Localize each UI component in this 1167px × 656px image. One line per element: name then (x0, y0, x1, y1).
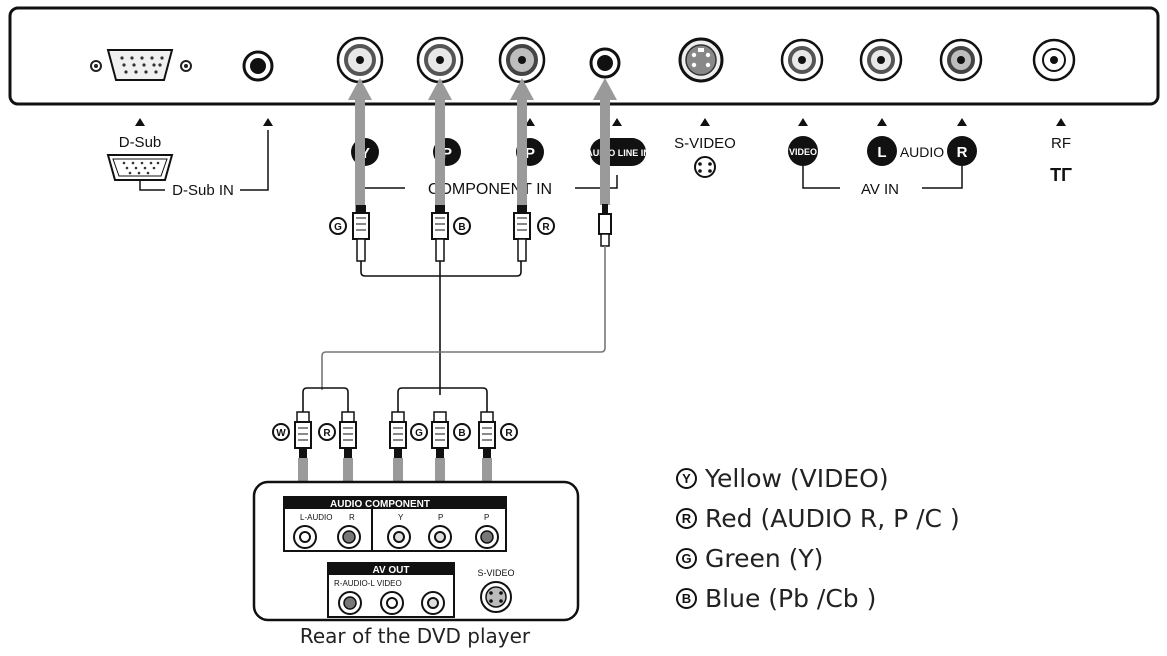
svg-text:AUDIO COMPONENT: AUDIO COMPONENT (330, 499, 430, 510)
legend-badge-b: B (676, 587, 697, 609)
svg-text:L: L (877, 144, 886, 161)
color-legend: Y Yellow (VIDEO) R Red (AUDIO R, P /C ) … (676, 458, 1146, 618)
rf-jack (1032, 38, 1076, 82)
badge-lower-w: W (272, 423, 290, 441)
legend-item-red: R Red (AUDIO R, P /C ) (676, 498, 1146, 538)
dsub-in-bracket (139, 130, 269, 191)
plug-upper-g (352, 205, 370, 262)
legend-badge-g: G (676, 547, 697, 569)
component-in-label: COMPONENT IN (428, 181, 552, 198)
legend-item-blue: B Blue (Pb /Cb ) (676, 578, 1146, 618)
badge-audio-r: R (947, 136, 977, 166)
dsub-label: D-Sub (119, 134, 162, 151)
audio-label: AUDIO (900, 144, 944, 160)
plug-upper-b (431, 205, 449, 262)
legend-text-yellow: Yellow (VIDEO) (705, 463, 889, 493)
plug-lower-g (389, 411, 407, 458)
badge-lower-g: G (410, 423, 428, 441)
av-in-bracket (802, 166, 963, 189)
component-jack-pr (498, 36, 546, 84)
plug-lower-r-pr (478, 411, 496, 458)
dsub-audio-jack (242, 50, 274, 82)
rf-label: RF (1051, 135, 1071, 152)
plug-upper-mini-jack (598, 204, 612, 247)
badge-upper-g: G (329, 217, 347, 235)
svg-text:G: G (334, 222, 342, 233)
av-in-audio-r-jack (939, 38, 983, 82)
svg-text:AUDIO LINE IN: AUDIO LINE IN (586, 148, 650, 158)
legend-text-green: Green (Y) (705, 543, 824, 573)
legend-item-yellow: Y Yellow (VIDEO) (676, 458, 1146, 498)
dvd-audio-component-jacks (293, 525, 499, 549)
svg-text:R-AUDIO-L VIDEO: R-AUDIO-L VIDEO (334, 579, 402, 588)
svg-text:B: B (458, 428, 465, 439)
svg-text:Y: Y (398, 513, 404, 522)
svg-text:VIDEO: VIDEO (789, 147, 817, 157)
legend-item-green: G Green (Y) (676, 538, 1146, 578)
badge-lower-b: B (453, 423, 471, 441)
plug-lower-b (431, 411, 449, 458)
svideo-jack (678, 37, 724, 83)
audio-line-in-jack (589, 47, 621, 79)
svg-text:P: P (525, 145, 535, 162)
svg-text:P: P (438, 513, 443, 522)
svg-text:G: G (415, 428, 423, 439)
svg-text:L-AUDIO: L-AUDIO (300, 513, 332, 522)
component-jack-y (336, 36, 384, 84)
svg-text:P: P (442, 145, 452, 162)
legend-text-red: Red (AUDIO R, P /C ) (705, 503, 960, 533)
av-in-label: AV IN (861, 181, 899, 198)
badge-video: VIDEO (788, 136, 818, 166)
badge-upper-r: R (537, 217, 555, 235)
legend-text-blue: Blue (Pb /Cb ) (705, 583, 877, 613)
tv-rear-panel (8, 6, 1160, 106)
svg-text:S-VIDEO: S-VIDEO (477, 568, 514, 578)
svg-text:AV OUT: AV OUT (372, 565, 409, 576)
svg-text:B: B (458, 222, 465, 233)
svg-text:R: R (505, 428, 513, 439)
port-pointer-triangles (135, 118, 1066, 126)
legend-badge-r: R (676, 507, 697, 529)
svideo-small-icon (694, 156, 716, 178)
dvd-rear-caption: Rear of the DVD player (299, 624, 531, 648)
badge-audio-l: L (867, 136, 897, 166)
dsub-in-label: D-Sub IN (172, 182, 234, 199)
svg-text:P: P (484, 513, 489, 522)
dsub-connector-icon (106, 154, 174, 181)
svg-text:R: R (323, 428, 331, 439)
cables (302, 246, 606, 412)
av-in-video-jack (780, 38, 824, 82)
plug-lower-w (294, 411, 312, 458)
component-in-bracket (360, 175, 618, 189)
svideo-label: S-VIDEO (674, 135, 736, 152)
svg-text:R: R (957, 144, 968, 161)
component-jack-pb (416, 36, 464, 84)
badge-upper-b: B (453, 217, 471, 235)
dvd-av-out-box: AV OUT R-AUDIO-L VIDEO (327, 562, 455, 618)
plug-upper-r (513, 205, 531, 262)
badge-lower-r-pr: R (500, 423, 518, 441)
legend-badge-y: Y (676, 467, 697, 489)
dsub-port (90, 49, 192, 81)
svg-text:W: W (276, 428, 286, 439)
rf-antenna-icon: ΤΓ (1050, 165, 1072, 185)
badge-lower-r-audio: R (318, 423, 336, 441)
svg-text:R: R (349, 513, 355, 522)
av-in-audio-l-jack (859, 38, 903, 82)
connection-arrows (348, 78, 617, 215)
dvd-svideo-jack: S-VIDEO (477, 568, 515, 613)
svg-text:R: R (542, 222, 550, 233)
plug-lower-r-audio (339, 411, 357, 458)
badge-audio-line-in: AUDIO LINE IN (586, 138, 650, 166)
